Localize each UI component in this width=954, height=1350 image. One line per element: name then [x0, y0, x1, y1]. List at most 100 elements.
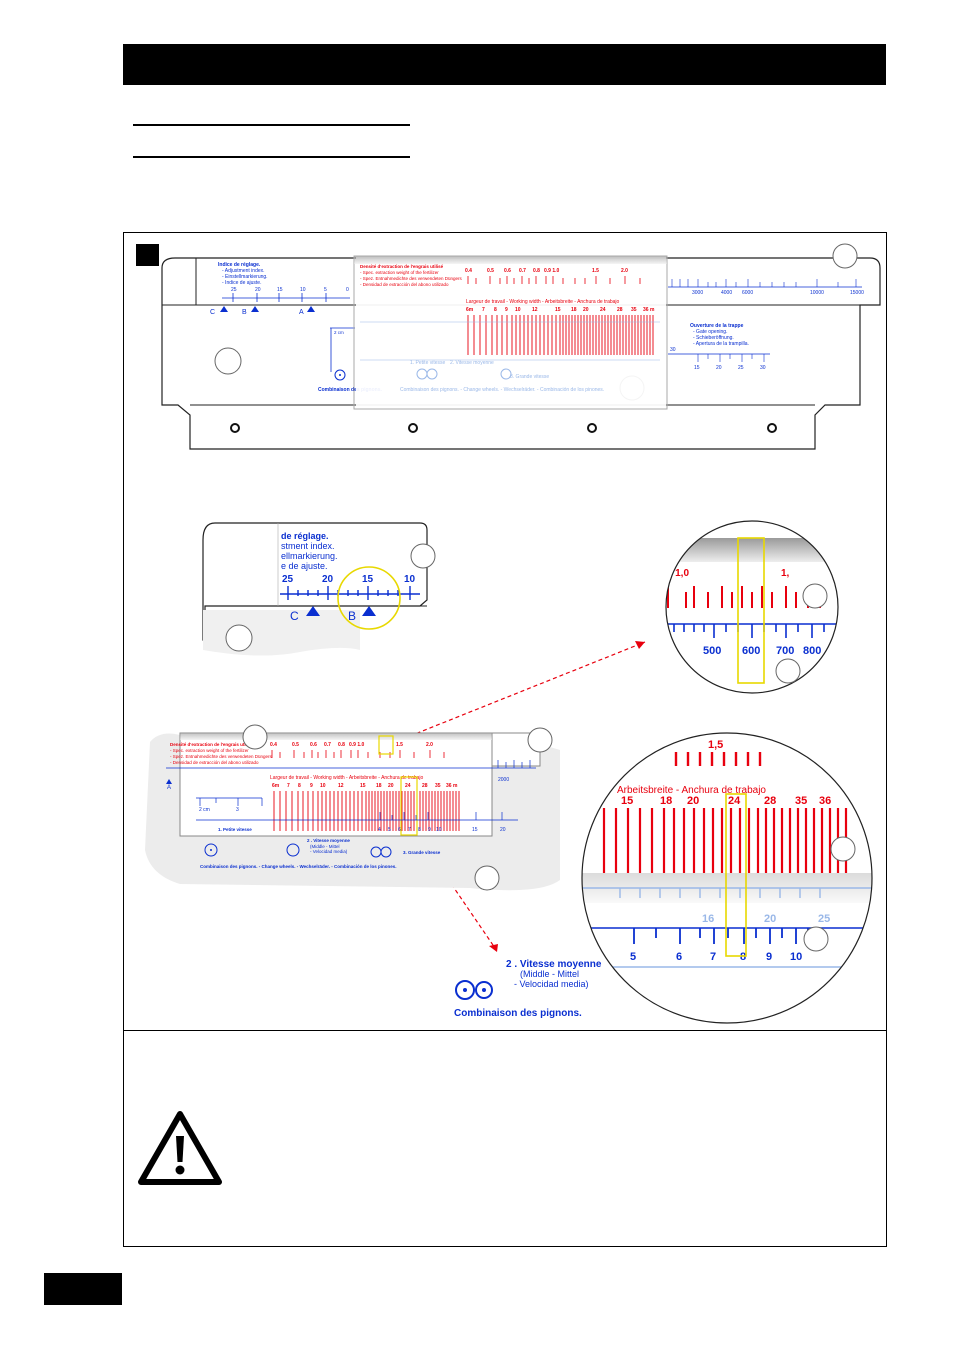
zoom-index-title: de réglage.	[281, 531, 329, 541]
svg-text:15: 15	[360, 783, 366, 789]
svg-text:28: 28	[617, 307, 623, 313]
svg-text:8: 8	[740, 951, 746, 963]
svg-text:10: 10	[320, 783, 326, 789]
svg-text:24: 24	[405, 783, 411, 789]
svg-text:12: 12	[532, 307, 538, 313]
mid-gears-label: Combinaison des pignons. - Change wheels…	[200, 864, 396, 869]
mid-density-de: - Spez. Entnahmedichte des verwendeten D…	[170, 754, 273, 759]
svg-text:0.9 1.0: 0.9 1.0	[349, 742, 365, 748]
working-width-label: Largeur de travail - Working width - Arb…	[466, 299, 620, 305]
opening-label-de: - Schieberöffnung.	[693, 335, 734, 341]
svg-text:600: 600	[742, 645, 760, 657]
index-top-ticks: 25 20 15 10 5 0	[231, 287, 349, 293]
svg-text:0.7: 0.7	[519, 268, 526, 274]
svg-text:18: 18	[660, 795, 672, 807]
svg-text:9: 9	[766, 951, 772, 963]
density-zoom-circle: ,9 1,0 1, 500 600 700 800	[664, 520, 839, 694]
svg-text:3: 3	[236, 807, 239, 813]
zoom-red-label-1: ,9 1,0	[664, 568, 689, 579]
heading-underline-2	[133, 156, 410, 158]
svg-text:6: 6	[398, 827, 401, 833]
svg-text:25: 25	[282, 574, 294, 585]
svg-text:6m: 6m	[272, 783, 280, 789]
zoom2-faint-ticks: 16 20 25	[702, 913, 830, 925]
slider-window: Densité d'extraction de l'engrais utilis…	[353, 255, 668, 410]
zoom2-top-tick: 1,5	[708, 739, 723, 751]
opening-label-en: - Gate opening.	[693, 329, 727, 335]
combination-label: Combinaison des pignons.	[454, 1008, 582, 1019]
svg-text:10: 10	[515, 307, 521, 313]
medium-speed-en: (Middle - Mittel	[520, 969, 579, 979]
zoom-index-en: stment index.	[281, 541, 335, 551]
svg-text:36 m: 36 m	[446, 783, 458, 789]
figure-frame	[123, 232, 887, 1247]
svg-text:36: 36	[819, 795, 831, 807]
svg-text:0.6: 0.6	[310, 742, 317, 748]
index-label-es: - Indice de ajuste.	[222, 280, 261, 286]
svg-text:20: 20	[500, 827, 506, 833]
zoom-marker-b: B	[348, 609, 356, 623]
marker-c: C	[210, 309, 215, 316]
gears-label-small: Combinaison des pignons.	[318, 387, 383, 393]
mid-marker-a: A	[167, 785, 171, 791]
svg-text:30: 30	[670, 347, 676, 353]
mid-density-ticks: 0.4 0.5 0.6 0.7 0.8 0.9 1.0 1.5 2.0	[270, 742, 433, 748]
density-ticks: 0.4 0.5 0.6 0.7 0.8 0.9 1.0 1.5 2.0	[465, 268, 628, 274]
svg-text:20: 20	[716, 365, 722, 371]
svg-text:20: 20	[388, 783, 394, 789]
mid-width-ticks: 6m 7 8 9 10 12 15 18 20 24 28 35 36 m	[272, 783, 458, 789]
svg-text:3000: 3000	[692, 290, 703, 296]
svg-text:5: 5	[388, 827, 391, 833]
svg-text:800: 800	[803, 645, 821, 657]
svg-text:5: 5	[324, 287, 327, 293]
mid-right-tick: 2000	[498, 777, 509, 783]
width-zoom-circle: 1,5 Arbeitsbreite - Anchura de trabajo 1…	[581, 732, 873, 1024]
svg-text:18: 18	[376, 783, 382, 789]
svg-text:1.5: 1.5	[592, 268, 599, 274]
zoom-blue-ticks: 500 600 700 800	[703, 645, 821, 657]
svg-text:(Middle - Mittel: (Middle - Mittel	[310, 844, 340, 849]
mid-density-fr: Densité d'extraction de l'engrais utilis…	[170, 742, 254, 747]
svg-text:10: 10	[300, 287, 306, 293]
marker-a: A	[299, 309, 304, 316]
svg-text:2.0: 2.0	[426, 742, 433, 748]
svg-text:8: 8	[298, 783, 301, 789]
zoom-index-es: e de ajuste.	[281, 561, 328, 571]
gear-icon	[455, 980, 475, 1000]
zoom-index-de: ellmarkierung.	[281, 551, 338, 561]
svg-text:0.8: 0.8	[338, 742, 345, 748]
marker-b: B	[242, 309, 247, 316]
svg-text:2 . Vitesse moyenne: 2 . Vitesse moyenne	[307, 838, 350, 843]
svg-text:0.4: 0.4	[270, 742, 277, 748]
zoom-marker-c: C	[290, 609, 299, 623]
svg-text:9: 9	[505, 307, 508, 313]
svg-text:7: 7	[710, 951, 716, 963]
mid-density-es: - Densidad de extracción del abono utili…	[170, 760, 259, 765]
svg-text:0.6: 0.6	[504, 268, 511, 274]
index-label-fr: Indice de réglage.	[218, 262, 261, 268]
mid-density-en: - Spec. extraction weight of the fertili…	[170, 748, 249, 753]
svg-text:20: 20	[255, 287, 261, 293]
svg-text:1. Petite vitesse: 1. Petite vitesse	[410, 360, 446, 366]
svg-text:15000: 15000	[850, 290, 864, 296]
svg-text:1.5: 1.5	[396, 742, 403, 748]
svg-text:15: 15	[277, 287, 283, 293]
svg-text:0.7: 0.7	[324, 742, 331, 748]
section-header-bar	[123, 44, 886, 85]
page-number-tab	[44, 1273, 122, 1305]
zoom-index-ticks: 25 20 15 10	[282, 574, 416, 585]
zoom-red-label-2: 1,	[781, 568, 790, 579]
svg-text:0.4: 0.4	[465, 268, 472, 274]
index-label-de: - Einstellmarkierung.	[222, 274, 268, 280]
svg-text:8: 8	[418, 827, 421, 833]
opening-ticks: 15 20 25 30	[694, 365, 766, 371]
svg-text:4000: 4000	[721, 290, 732, 296]
svg-text:20: 20	[764, 913, 776, 925]
svg-text:15: 15	[472, 827, 478, 833]
svg-text:20: 20	[322, 574, 334, 585]
density-label-fr: Densité d'extraction de l'engrais utilis…	[360, 264, 444, 269]
svg-text:25: 25	[231, 287, 237, 293]
svg-text:24: 24	[600, 307, 606, 313]
svg-text:2 cm: 2 cm	[199, 807, 210, 813]
gear-icon-2	[475, 981, 493, 999]
